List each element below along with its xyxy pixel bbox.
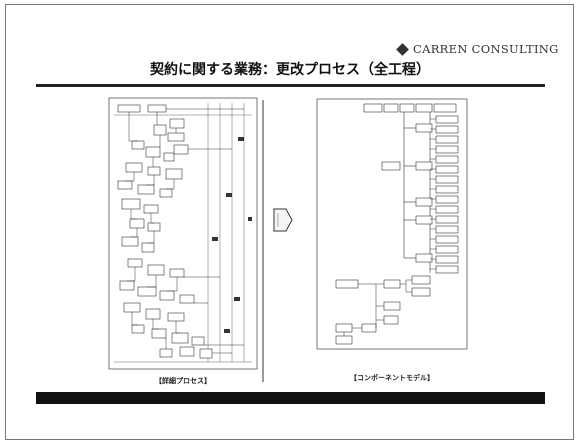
left-caption: 【詳細プロセス】: [155, 377, 211, 385]
component-model-diagram: [316, 98, 468, 350]
diamond-icon: [396, 42, 409, 56]
slide-title: 契約に関する業務：更改プロセス（全工程）: [150, 62, 430, 78]
arrow-right-icon: [272, 203, 294, 237]
brand-name: CARREN CONSULTING: [413, 42, 559, 56]
right-caption: 【コンポーネントモデル】: [350, 374, 434, 382]
detailed-process-diagram: [108, 97, 258, 370]
title-rule: [36, 84, 545, 87]
detailed-process-svg: [108, 97, 258, 370]
panel-divider: [262, 100, 264, 382]
arrow-right-svg: [273, 208, 293, 232]
brand-logo: CARREN CONSULTING: [396, 42, 559, 56]
footer-bar: [36, 392, 545, 404]
component-model-svg: [316, 98, 468, 350]
